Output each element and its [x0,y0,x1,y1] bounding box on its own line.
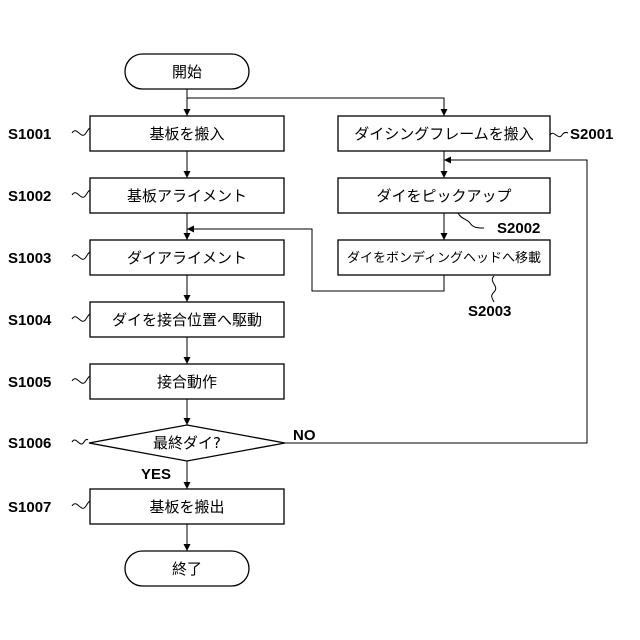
unload-substrate-label: 基板を搬出 [149,498,224,516]
step-label-s1005: S1005 [8,374,51,391]
step-labels-right: S2001 S2002 S2003 [458,126,613,320]
step-label-s1007: S1007 [8,499,51,516]
step-label-s1002: S1002 [8,188,51,205]
bond-die-label: ダイを接合位置へ駆動 [112,311,262,329]
last-die-label: 最終ダイ? [153,434,221,452]
leader-s1004 [72,314,90,321]
pickup-die-label: ダイをピックアップ [376,187,511,205]
step-labels-left: S1001 S1002 S1003 S1004 S1005 S1006 S100… [8,126,90,516]
leader-s2001 [550,132,568,136]
arrow-start-to-s2001 [187,98,444,116]
step-label-s2001: S2001 [570,126,613,143]
leader-s1002 [72,190,90,197]
leader-s1003 [72,252,90,259]
branch-label-yes: YES [141,466,171,483]
step-label-s1003: S1003 [8,250,51,267]
move-to-head-label: ダイをボンディングヘッドへ移載 [347,250,541,266]
step-label-s1006: S1006 [8,435,51,452]
end-label: 終了 [172,560,202,578]
step-label-s1004: S1004 [8,312,52,329]
leader-s1001 [72,128,90,135]
load-dicing-frame-label: ダイシングフレームを搬入 [354,125,534,143]
leader-s1005 [72,376,90,383]
step-label-s1001: S1001 [8,126,51,143]
bonding-label: 接合動作 [157,373,217,391]
substrate-alignment-label: 基板アライメント [127,187,247,205]
leader-s2003 [492,276,496,302]
step-label-s2002: S2002 [497,220,540,237]
start-label: 開始 [172,63,202,81]
leader-s2002 [458,213,484,228]
die-alignment-label: ダイアライメント [127,249,247,267]
step-label-s2003: S2003 [468,303,511,320]
leader-s1006 [72,439,88,444]
branch-label-no: NO [293,427,316,444]
leader-s1007 [72,501,90,508]
load-substrate-label: 基板を搬入 [149,125,224,143]
